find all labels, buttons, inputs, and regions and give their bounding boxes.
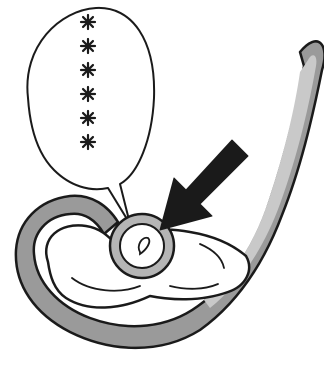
asterisk-icon: [81, 39, 95, 53]
arrow-icon: [160, 140, 248, 230]
asterisk-icon: [81, 15, 95, 29]
asterisk-icon: [81, 135, 95, 149]
asterisk-icon: [81, 111, 95, 125]
asterisk-icon: [81, 63, 95, 77]
asterisk-icon: [81, 87, 95, 101]
